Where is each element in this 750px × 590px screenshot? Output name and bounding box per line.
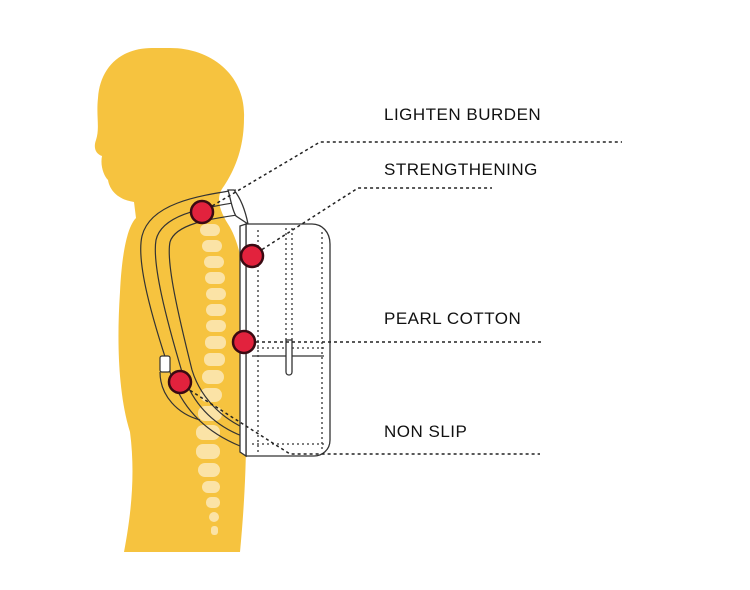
marker-strengthening [239,243,265,269]
callout-label: PEARL COTTON [384,309,522,328]
leader-line-non-slip [179,383,540,455]
vertebra [200,388,222,402]
vertebra [205,272,225,284]
callout-label: STRENGTHENING [384,160,538,179]
vertebra [206,288,226,300]
top-handle [227,189,249,226]
vertebra [202,481,220,493]
marker-lighten-burden [189,199,215,225]
vertebra [204,353,225,366]
vertebra [202,370,224,384]
vertebra [198,463,220,477]
backpack-outline [227,189,331,458]
vertebra [209,512,219,522]
leader-line-lighten-burden [201,141,622,213]
vertebra [211,526,218,535]
vertebra [205,336,226,349]
callout-label: NON SLIP [384,422,468,441]
leader-lines [179,141,622,455]
callout-pearl-cotton: PEARL COTTON [370,303,620,335]
callout-strengthening: STRENGTHENING [370,154,610,186]
callout-label: LIGHTEN BURDEN [384,105,542,124]
callout-non-slip: NON SLIP [370,416,568,448]
vertebra [206,304,226,316]
vertebra [204,256,224,268]
vertebra [202,240,222,252]
vertebra [206,320,226,332]
child-silhouette [94,48,249,552]
vertebra [200,224,220,236]
callout-lighten-burden: LIGHTEN BURDEN [370,99,622,131]
marker-non-slip [167,369,193,395]
vertebra [206,497,220,508]
zipper-pull [285,339,293,376]
marker-pearl-cotton [231,329,257,355]
vertebra [196,425,220,440]
feature-markers [167,199,265,395]
spine-illustration [196,224,226,535]
vertebra [196,444,220,459]
